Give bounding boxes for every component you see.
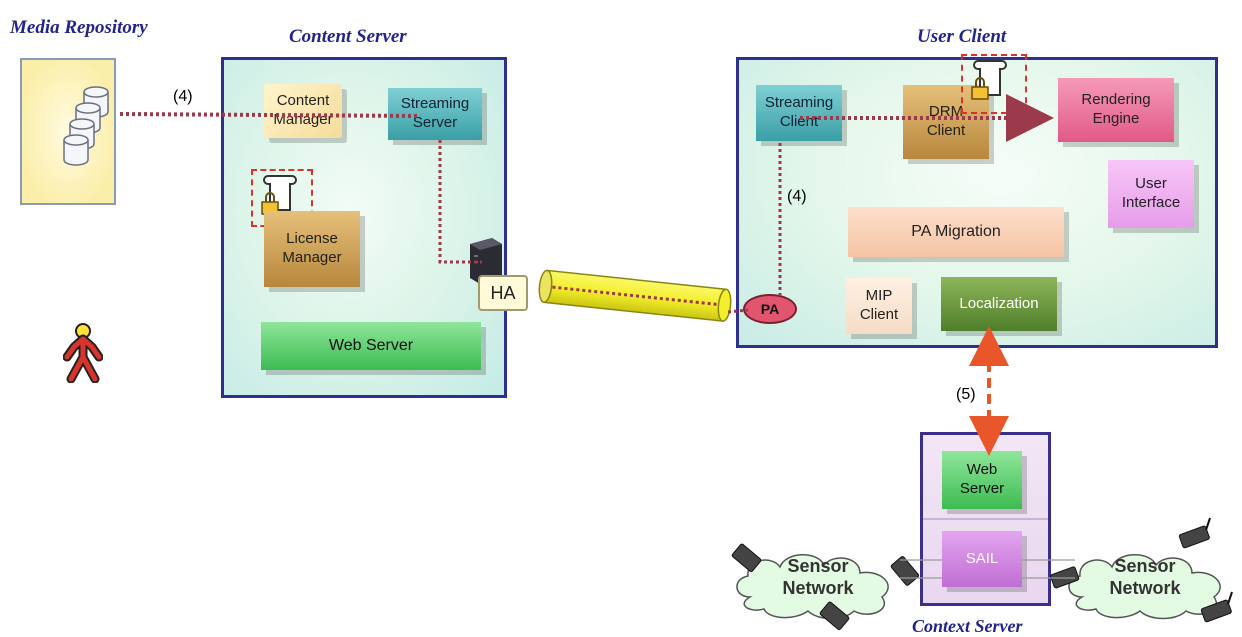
rendering-engine-box: Rendering Engine <box>1058 78 1174 142</box>
sensor-node-icon <box>890 556 920 586</box>
secure-tunnel <box>538 269 732 322</box>
sensor-node-icon <box>1050 566 1080 589</box>
web-server-box: Web Server <box>261 322 481 370</box>
content-server-title: Content Server <box>289 26 407 47</box>
step-label-repo: (4) <box>173 88 193 105</box>
database-cylinders-icon <box>63 86 109 166</box>
content-manager-box: Content Manager <box>264 84 342 138</box>
step-label-context: (5) <box>956 386 976 403</box>
context-server-title: Context Server <box>912 616 1023 636</box>
user-interface-box: User Interface <box>1108 160 1194 228</box>
sail-box: SAIL <box>942 531 1022 587</box>
cloud-shape <box>1068 554 1221 620</box>
sensor-node-icon <box>731 543 762 572</box>
media-repository-title: Media Repository <box>10 17 148 38</box>
sensor-network-left-label: Sensor Network <box>782 556 854 598</box>
ha-box: HA <box>478 275 528 311</box>
streaming-server-box: Streaming Server <box>388 88 482 140</box>
license-manager-box: License Manager <box>264 211 360 287</box>
pa-migration-box: PA Migration <box>848 207 1064 257</box>
user-client-title: User Client <box>917 26 1007 47</box>
scroll-lock-icon <box>971 60 1007 100</box>
pa-badge: PA <box>743 294 797 324</box>
step-label-pa: (4) <box>787 188 807 205</box>
mip-client-box: MIP Client <box>846 278 912 334</box>
streaming-client-box: Streaming Client <box>756 85 842 141</box>
localization-box: Localization <box>941 277 1057 331</box>
media-repository-panel <box>20 58 116 205</box>
person-icon <box>63 323 103 383</box>
sensor-node-icon <box>1200 591 1233 623</box>
drm-license-highlight <box>961 54 1027 114</box>
sensor-node-icon <box>819 601 850 630</box>
context-divider <box>923 518 1048 520</box>
sensor-node-icon <box>1178 517 1211 549</box>
sensor-network-right-label: Sensor Network <box>1109 556 1181 598</box>
cloud-shape <box>736 554 889 620</box>
context-web-server-box: Web Server <box>942 451 1022 509</box>
